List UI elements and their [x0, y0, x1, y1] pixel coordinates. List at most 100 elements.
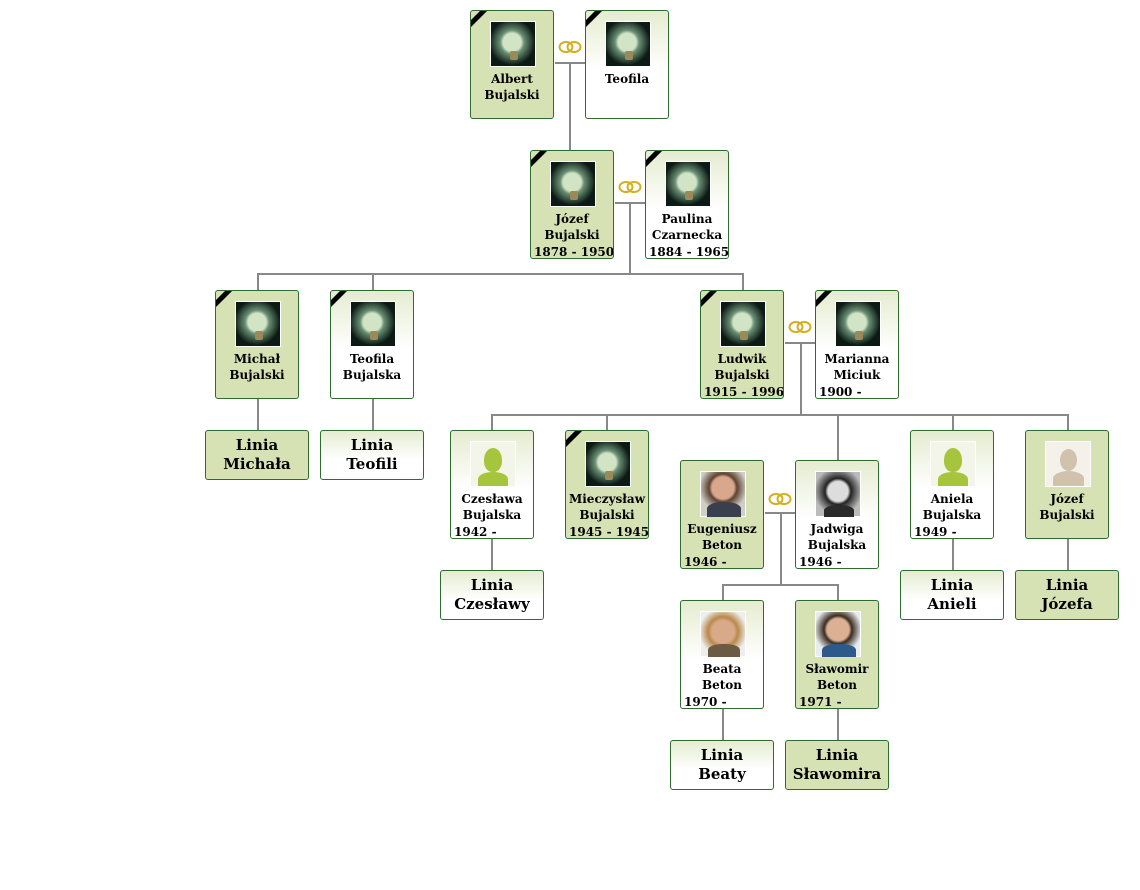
- person-dates: 1900 -: [819, 385, 862, 399]
- person-photo: [700, 471, 746, 517]
- mourning-ribbon-icon: [701, 291, 723, 309]
- person-card-jozef_jr[interactable]: Józef Bujalski: [1025, 430, 1109, 539]
- connector-line: [257, 273, 744, 275]
- connector-line: [629, 202, 631, 274]
- person-name: Eugeniusz Beton: [687, 522, 757, 552]
- connector-line: [569, 62, 571, 150]
- person-card-mieczyslaw[interactable]: Mieczysław Bujalski 1945 - 1945: [565, 430, 649, 539]
- lineage-link-jozefa[interactable]: Linia Józefa: [1015, 570, 1119, 620]
- connector-line: [952, 539, 954, 570]
- person-dates: 1949 -: [914, 525, 957, 539]
- person-name: Aniela Bujalska: [922, 492, 982, 522]
- person-dates: 1970 -: [684, 695, 727, 709]
- lineage-link-beaty[interactable]: Linia Beaty: [670, 740, 774, 790]
- connector-line: [491, 539, 493, 570]
- mourning-ribbon-icon: [566, 431, 588, 449]
- person-name: Beata Beton: [701, 662, 743, 692]
- memorial-photo-icon: [605, 21, 651, 67]
- wedding-rings-icon: [558, 41, 582, 53]
- person-name: Marianna Miciuk: [824, 352, 890, 382]
- memorial-photo-icon: [720, 301, 766, 347]
- connector-line: [722, 584, 839, 586]
- connector-line: [491, 414, 1069, 416]
- connector-line: [742, 273, 744, 290]
- mourning-ribbon-icon: [816, 291, 838, 309]
- silhouette-icon: [1045, 441, 1091, 487]
- mourning-ribbon-icon: [586, 11, 608, 29]
- connector-line: [257, 399, 259, 430]
- memorial-photo-icon: [235, 301, 281, 347]
- memorial-photo-icon: [350, 301, 396, 347]
- connector-line: [780, 512, 782, 585]
- mourning-ribbon-icon: [646, 151, 668, 169]
- mourning-ribbon-icon: [216, 291, 238, 309]
- wedding-rings-icon: [788, 321, 812, 333]
- memorial-photo-icon: [585, 441, 631, 487]
- person-name: Paulina Czarnecka: [651, 212, 723, 242]
- person-name: Józef Bujalski: [1039, 492, 1095, 522]
- person-dates: 1878 - 1950: [534, 245, 614, 259]
- person-name: Józef Bujalski: [544, 212, 600, 242]
- person-card-ceslawa[interactable]: Czesława Bujalska 1942 -: [450, 430, 534, 539]
- lineage-link-slawomira[interactable]: Linia Sławomira: [785, 740, 889, 790]
- lineage-link-anieli[interactable]: Linia Anieli: [900, 570, 1004, 620]
- person-name: Albert Bujalski: [484, 72, 540, 102]
- person-name: Czesława Bujalska: [461, 492, 523, 522]
- connector-line: [491, 414, 493, 430]
- person-name: Ludwik Bujalski: [714, 352, 770, 382]
- person-card-aniela[interactable]: Aniela Bujalska 1949 -: [910, 430, 994, 539]
- memorial-photo-icon: [490, 21, 536, 67]
- person-dates: 1915 - 1996: [704, 385, 784, 399]
- wedding-rings-icon: [618, 181, 642, 193]
- silhouette-icon: [930, 441, 976, 487]
- person-name: Mieczysław Bujalski: [568, 492, 646, 522]
- person-photo: [700, 611, 746, 657]
- person-card-paulina[interactable]: Paulina Czarnecka 1884 - 1965: [645, 150, 729, 259]
- person-card-beata[interactable]: Beata Beton 1970 -: [680, 600, 764, 709]
- person-card-albert[interactable]: Albert Bujalski: [470, 10, 554, 119]
- person-name: Sławomir Beton: [805, 662, 869, 692]
- person-card-eugeniusz[interactable]: Eugeniusz Beton 1946 -: [680, 460, 764, 569]
- memorial-photo-icon: [550, 161, 596, 207]
- connector-line: [837, 709, 839, 740]
- wedding-rings-icon: [768, 493, 792, 505]
- connector-line: [372, 399, 374, 430]
- connector-line: [1067, 414, 1069, 430]
- person-card-teofila_sr[interactable]: Teofila: [585, 10, 669, 119]
- mourning-ribbon-icon: [471, 11, 493, 29]
- person-card-michal[interactable]: Michał Bujalski: [215, 290, 299, 399]
- connector-line: [722, 709, 724, 740]
- lineage-link-michala[interactable]: Linia Michała: [205, 430, 309, 480]
- memorial-photo-icon: [835, 301, 881, 347]
- person-card-ludwik[interactable]: Ludwik Bujalski 1915 - 1996: [700, 290, 784, 399]
- person-dates: 1971 -: [799, 695, 842, 709]
- connector-line: [837, 414, 839, 460]
- connector-line: [372, 273, 374, 290]
- person-dates: 1945 - 1945: [569, 525, 649, 539]
- person-dates: 1884 - 1965: [649, 245, 729, 259]
- connector-line: [257, 273, 259, 290]
- person-name: Michał Bujalski: [229, 352, 285, 382]
- person-card-teofila_jr[interactable]: Teofila Bujalska: [330, 290, 414, 399]
- person-dates: 1946 -: [684, 555, 727, 569]
- connector-line: [606, 414, 608, 430]
- mourning-ribbon-icon: [531, 151, 553, 169]
- connector-line: [952, 414, 954, 430]
- person-name: Jadwiga Bujalska: [807, 522, 867, 552]
- person-photo: [815, 471, 861, 517]
- connector-line: [800, 342, 802, 415]
- person-name: Teofila: [604, 72, 650, 86]
- connector-line: [722, 584, 724, 600]
- person-card-slawomir[interactable]: Sławomir Beton 1971 -: [795, 600, 879, 709]
- person-dates: 1942 -: [454, 525, 497, 539]
- person-name: Teofila Bujalska: [342, 352, 402, 382]
- silhouette-icon: [470, 441, 516, 487]
- lineage-link-ceslawy[interactable]: Linia Czesławy: [440, 570, 544, 620]
- connector-line: [837, 584, 839, 600]
- lineage-link-teofili[interactable]: Linia Teofili: [320, 430, 424, 480]
- person-card-jozef_sr[interactable]: Józef Bujalski 1878 - 1950: [530, 150, 614, 259]
- connector-line: [1067, 539, 1069, 570]
- person-card-marianna[interactable]: Marianna Miciuk 1900 -: [815, 290, 899, 399]
